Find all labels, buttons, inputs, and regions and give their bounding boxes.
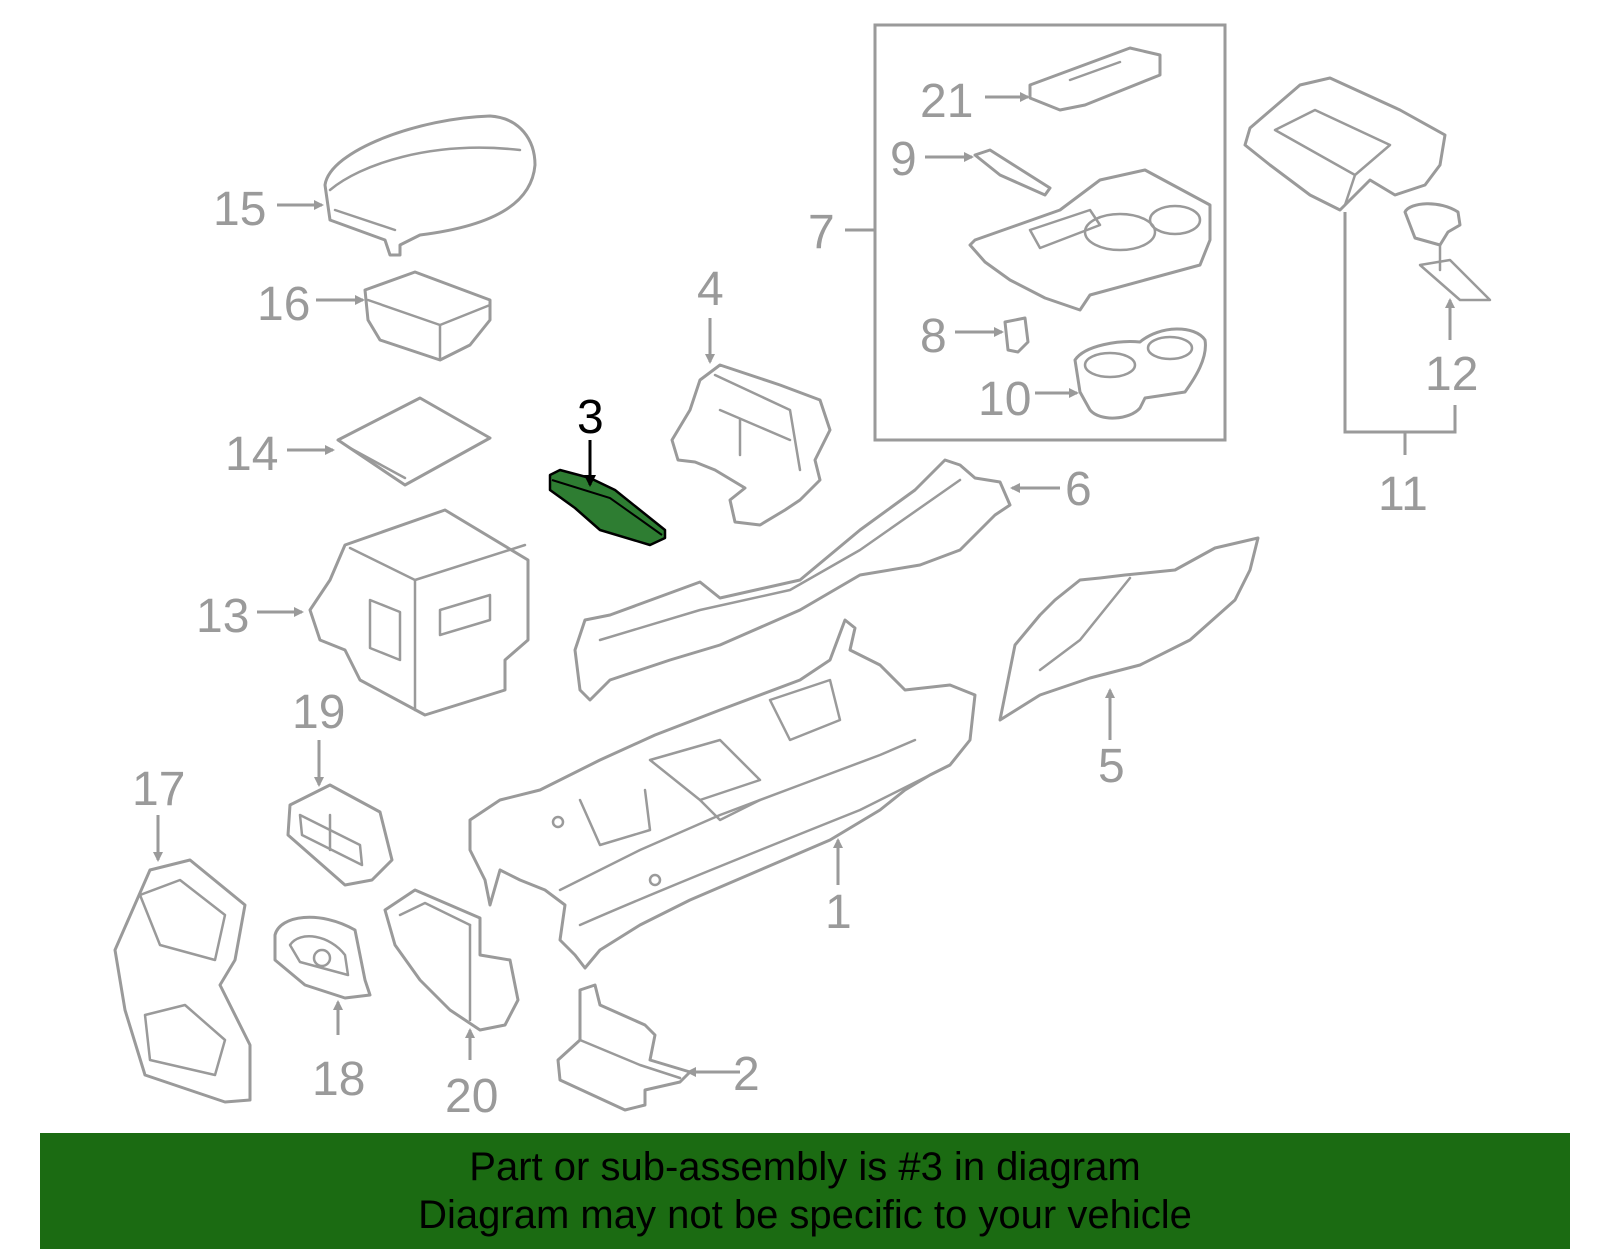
callout-10: 10 (978, 373, 1031, 426)
part-18-switch-panel (273, 915, 372, 1000)
part-9-trim-strip (973, 148, 1052, 197)
part-12-switch (1403, 202, 1492, 302)
part-8-clip (1003, 316, 1030, 354)
callout-16: 16 (257, 278, 310, 331)
callout-14: 14 (225, 428, 278, 481)
part-21-bezel (1028, 46, 1162, 112)
callout-12: 12 (1425, 348, 1478, 401)
assembly-7-box (873, 23, 1227, 442)
callout-6: 6 (1065, 463, 1092, 516)
callout-8: 8 (920, 310, 947, 363)
part-2-bracket (556, 983, 692, 1112)
callout-11: 11 (1378, 468, 1428, 521)
part-11-tray (1243, 76, 1447, 212)
info-banner: Part or sub-assembly is #3 in diagram Di… (40, 1133, 1570, 1249)
callout-15: 15 (213, 183, 266, 236)
callout-2: 2 (733, 1048, 760, 1101)
part-17-rear-panel (113, 858, 252, 1104)
callout-3: 3 (577, 391, 604, 444)
callout-9: 9 (890, 133, 917, 186)
part-16-storage-tray (363, 270, 492, 362)
banner-line-2: Diagram may not be specific to your vehi… (418, 1193, 1192, 1237)
callout-7: 7 (808, 206, 835, 259)
part-4-bracket (670, 363, 832, 527)
part-10-cup-insert (1073, 327, 1207, 420)
part-19-vent (286, 783, 394, 887)
callout-5: 5 (1098, 740, 1125, 793)
callout-13: 13 (196, 590, 249, 643)
part-1-main-console (468, 618, 977, 970)
callout-4: 4 (697, 263, 724, 316)
callout-21: 21 (920, 75, 973, 128)
banner-line-1: Part or sub-assembly is #3 in diagram (469, 1145, 1141, 1189)
part-13-console-box (308, 508, 530, 717)
callout-18: 18 (312, 1053, 365, 1106)
part-20-duct (383, 888, 520, 1032)
part-5-side-panel (998, 536, 1260, 722)
callout-20: 20 (445, 1070, 498, 1123)
part-6-side-trim (573, 458, 1012, 702)
callout-19: 19 (292, 686, 345, 739)
callout-1: 1 (825, 886, 852, 939)
callout-17: 17 (132, 763, 185, 816)
part-15-armrest-lid (323, 114, 537, 257)
part-3-highlighted (548, 468, 667, 547)
part-14-pad (336, 396, 492, 487)
